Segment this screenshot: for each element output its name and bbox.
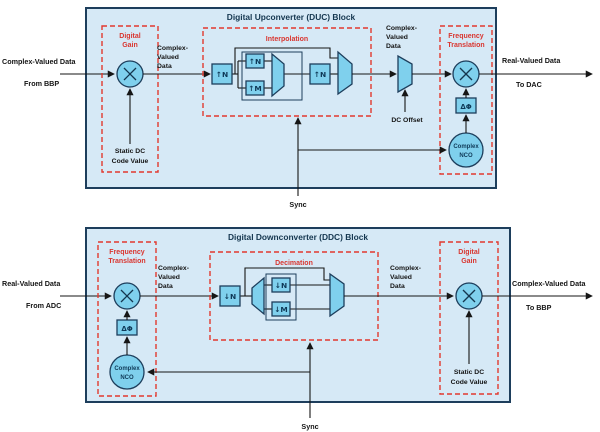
duc-panel: [85, 7, 497, 189]
upsample-block: [309, 63, 331, 85]
ddc-mid-label-1: Complex- Valued Data: [158, 265, 189, 290]
label-line: Valued: [386, 34, 408, 41]
duc-mid-label-2: Complex- Valued Data: [386, 25, 417, 50]
duc-digital-gain-box: [101, 25, 159, 173]
duc-digital-gain: Digital Gain Static DC Code Value: [101, 25, 159, 173]
ddc-output-label-line2: To BBP: [526, 303, 552, 312]
ddc-sync-label: Sync: [301, 422, 318, 431]
complex-nco-circle: [448, 132, 484, 168]
label-line: Complex-: [158, 265, 189, 272]
duc-title: Digital Upconverter (DUC) Block: [227, 12, 356, 22]
nco-label-1: Complex: [453, 144, 479, 150]
delta-phi-label: ΔΦ: [121, 325, 132, 333]
label-line: Complex-: [157, 45, 188, 52]
label-line: Valued: [390, 274, 412, 281]
duc-interpolation: Interpolation ↑N ↑N ↑M ↑N: [202, 27, 372, 117]
duc-digital-gain-title-2: Gain: [122, 42, 138, 49]
duc-output-label-line1: Real-Valued Data: [502, 56, 561, 65]
label-line: Data: [386, 43, 401, 50]
downsample-block: [271, 301, 291, 317]
ddc-digital-gain-box: [439, 241, 499, 395]
downsample-label: ↓N: [224, 292, 236, 301]
nco-label-2: NCO: [459, 153, 473, 159]
ddc-freq-translation-box: [97, 241, 157, 397]
duc-interpolation-box: [202, 27, 372, 117]
ddc-decimation-wires: [240, 267, 330, 310]
ddc-input-label-line1: Real-Valued Data: [2, 279, 61, 288]
multiplier-mixer-icon: [116, 60, 144, 88]
duc-interpolation-title: Interpolation: [266, 36, 308, 43]
duc-block: Digital Upconverter (DUC) Block Complex-…: [2, 7, 593, 209]
label-line: Data: [157, 63, 172, 70]
label-line: Data: [390, 283, 405, 290]
multiplier-mixer-icon: [452, 60, 480, 88]
ddc-digital-gain-title-2: Gain: [461, 258, 477, 265]
downsample-label: ↓N: [275, 281, 287, 290]
label-line: Valued: [157, 54, 179, 61]
ddc-sync: Sync: [147, 342, 319, 431]
duc-frequency-translation: Frequency Translation ΔΦ Complex NCO: [439, 25, 493, 175]
duc-interpolation-wires: [232, 47, 338, 89]
downsample-block: [219, 285, 241, 307]
ddc-frequency-translation: Frequency Translation ΔΦ Complex NCO: [97, 241, 157, 397]
duc-freq-title-1: Frequency: [448, 33, 484, 40]
upsample-label: ↑M: [248, 84, 262, 93]
downsample-label: ↓M: [274, 305, 288, 314]
upsample-label: ↑N: [249, 57, 261, 66]
duc-sync-label: Sync: [289, 200, 306, 209]
duc-freq-translation-box: [439, 25, 493, 175]
label-line: Valued: [158, 274, 180, 281]
ddc-panel: [85, 227, 511, 403]
duc-digital-gain-title-1: Digital: [119, 33, 140, 40]
upsample-label: ↑N: [314, 70, 326, 79]
label-line: Data: [158, 283, 173, 290]
duc-static-dc-line1: Static DC: [115, 148, 145, 155]
mux-trapezoid: [337, 50, 353, 96]
label-line: Complex-: [386, 25, 417, 32]
ddc-input-label-line2: From ADC: [26, 301, 61, 310]
duc-output-label-line2: To DAC: [516, 80, 542, 89]
label-line: Complex-: [390, 265, 421, 272]
ddc-block: Digital Downconverter (DDC) Block Real-V…: [2, 227, 593, 431]
duc-freq-title-2: Translation: [447, 42, 484, 49]
ddc-dec-inner-box: [265, 273, 297, 321]
ddc-output-label-line1: Complex-Valued Data: [512, 279, 586, 288]
upsample-block: [211, 63, 233, 85]
multiplier-mixer-icon: [455, 282, 483, 310]
ddc-title: Digital Downconverter (DDC) Block: [228, 232, 368, 242]
multiplier-mixer-icon: [113, 282, 141, 310]
nco-label-1: Complex: [114, 366, 140, 372]
duc-input-label-line1: Complex-Valued Data: [2, 57, 76, 66]
upsample-label: ↑N: [216, 70, 228, 79]
mux-trapezoid: [271, 52, 285, 98]
downsample-block: [271, 277, 291, 293]
ddc-freq-title-1: Frequency: [109, 249, 145, 256]
upsample-block: [245, 80, 265, 96]
ddc-mid-label-2: Complex- Valued Data: [390, 265, 421, 290]
duc-interp-inner-box: [241, 51, 303, 101]
ddc-static-dc-line2: Code Value: [451, 379, 488, 386]
ddc-static-dc-line1: Static DC: [454, 369, 484, 376]
duc-input-label-line2: From BBP: [24, 79, 59, 88]
duc-static-dc-line2: Code Value: [112, 158, 149, 165]
ddc-digital-gain: Digital Gain Static DC Code Value: [439, 241, 499, 395]
duc-sync: Sync: [289, 117, 447, 209]
ddc-freq-title-2: Translation: [108, 258, 145, 265]
dc-offset-label: DC Offset: [391, 117, 423, 124]
dc-offset-mux-trapezoid: [397, 54, 413, 94]
ddc-decimation: Decimation ↓N ↓N ↓M: [209, 251, 379, 341]
complex-nco-circle: [109, 354, 145, 390]
mux-trapezoid: [329, 272, 345, 318]
upsample-block: [245, 53, 265, 69]
delta-phi-label: ΔΦ: [460, 103, 471, 111]
ddc-digital-gain-title-1: Digital: [458, 249, 479, 256]
ddc-decimation-title: Decimation: [275, 260, 313, 267]
duc-mid-label-1: Complex- Valued Data: [157, 45, 188, 70]
nco-label-2: NCO: [120, 375, 134, 381]
demux-trapezoid: [251, 276, 265, 316]
